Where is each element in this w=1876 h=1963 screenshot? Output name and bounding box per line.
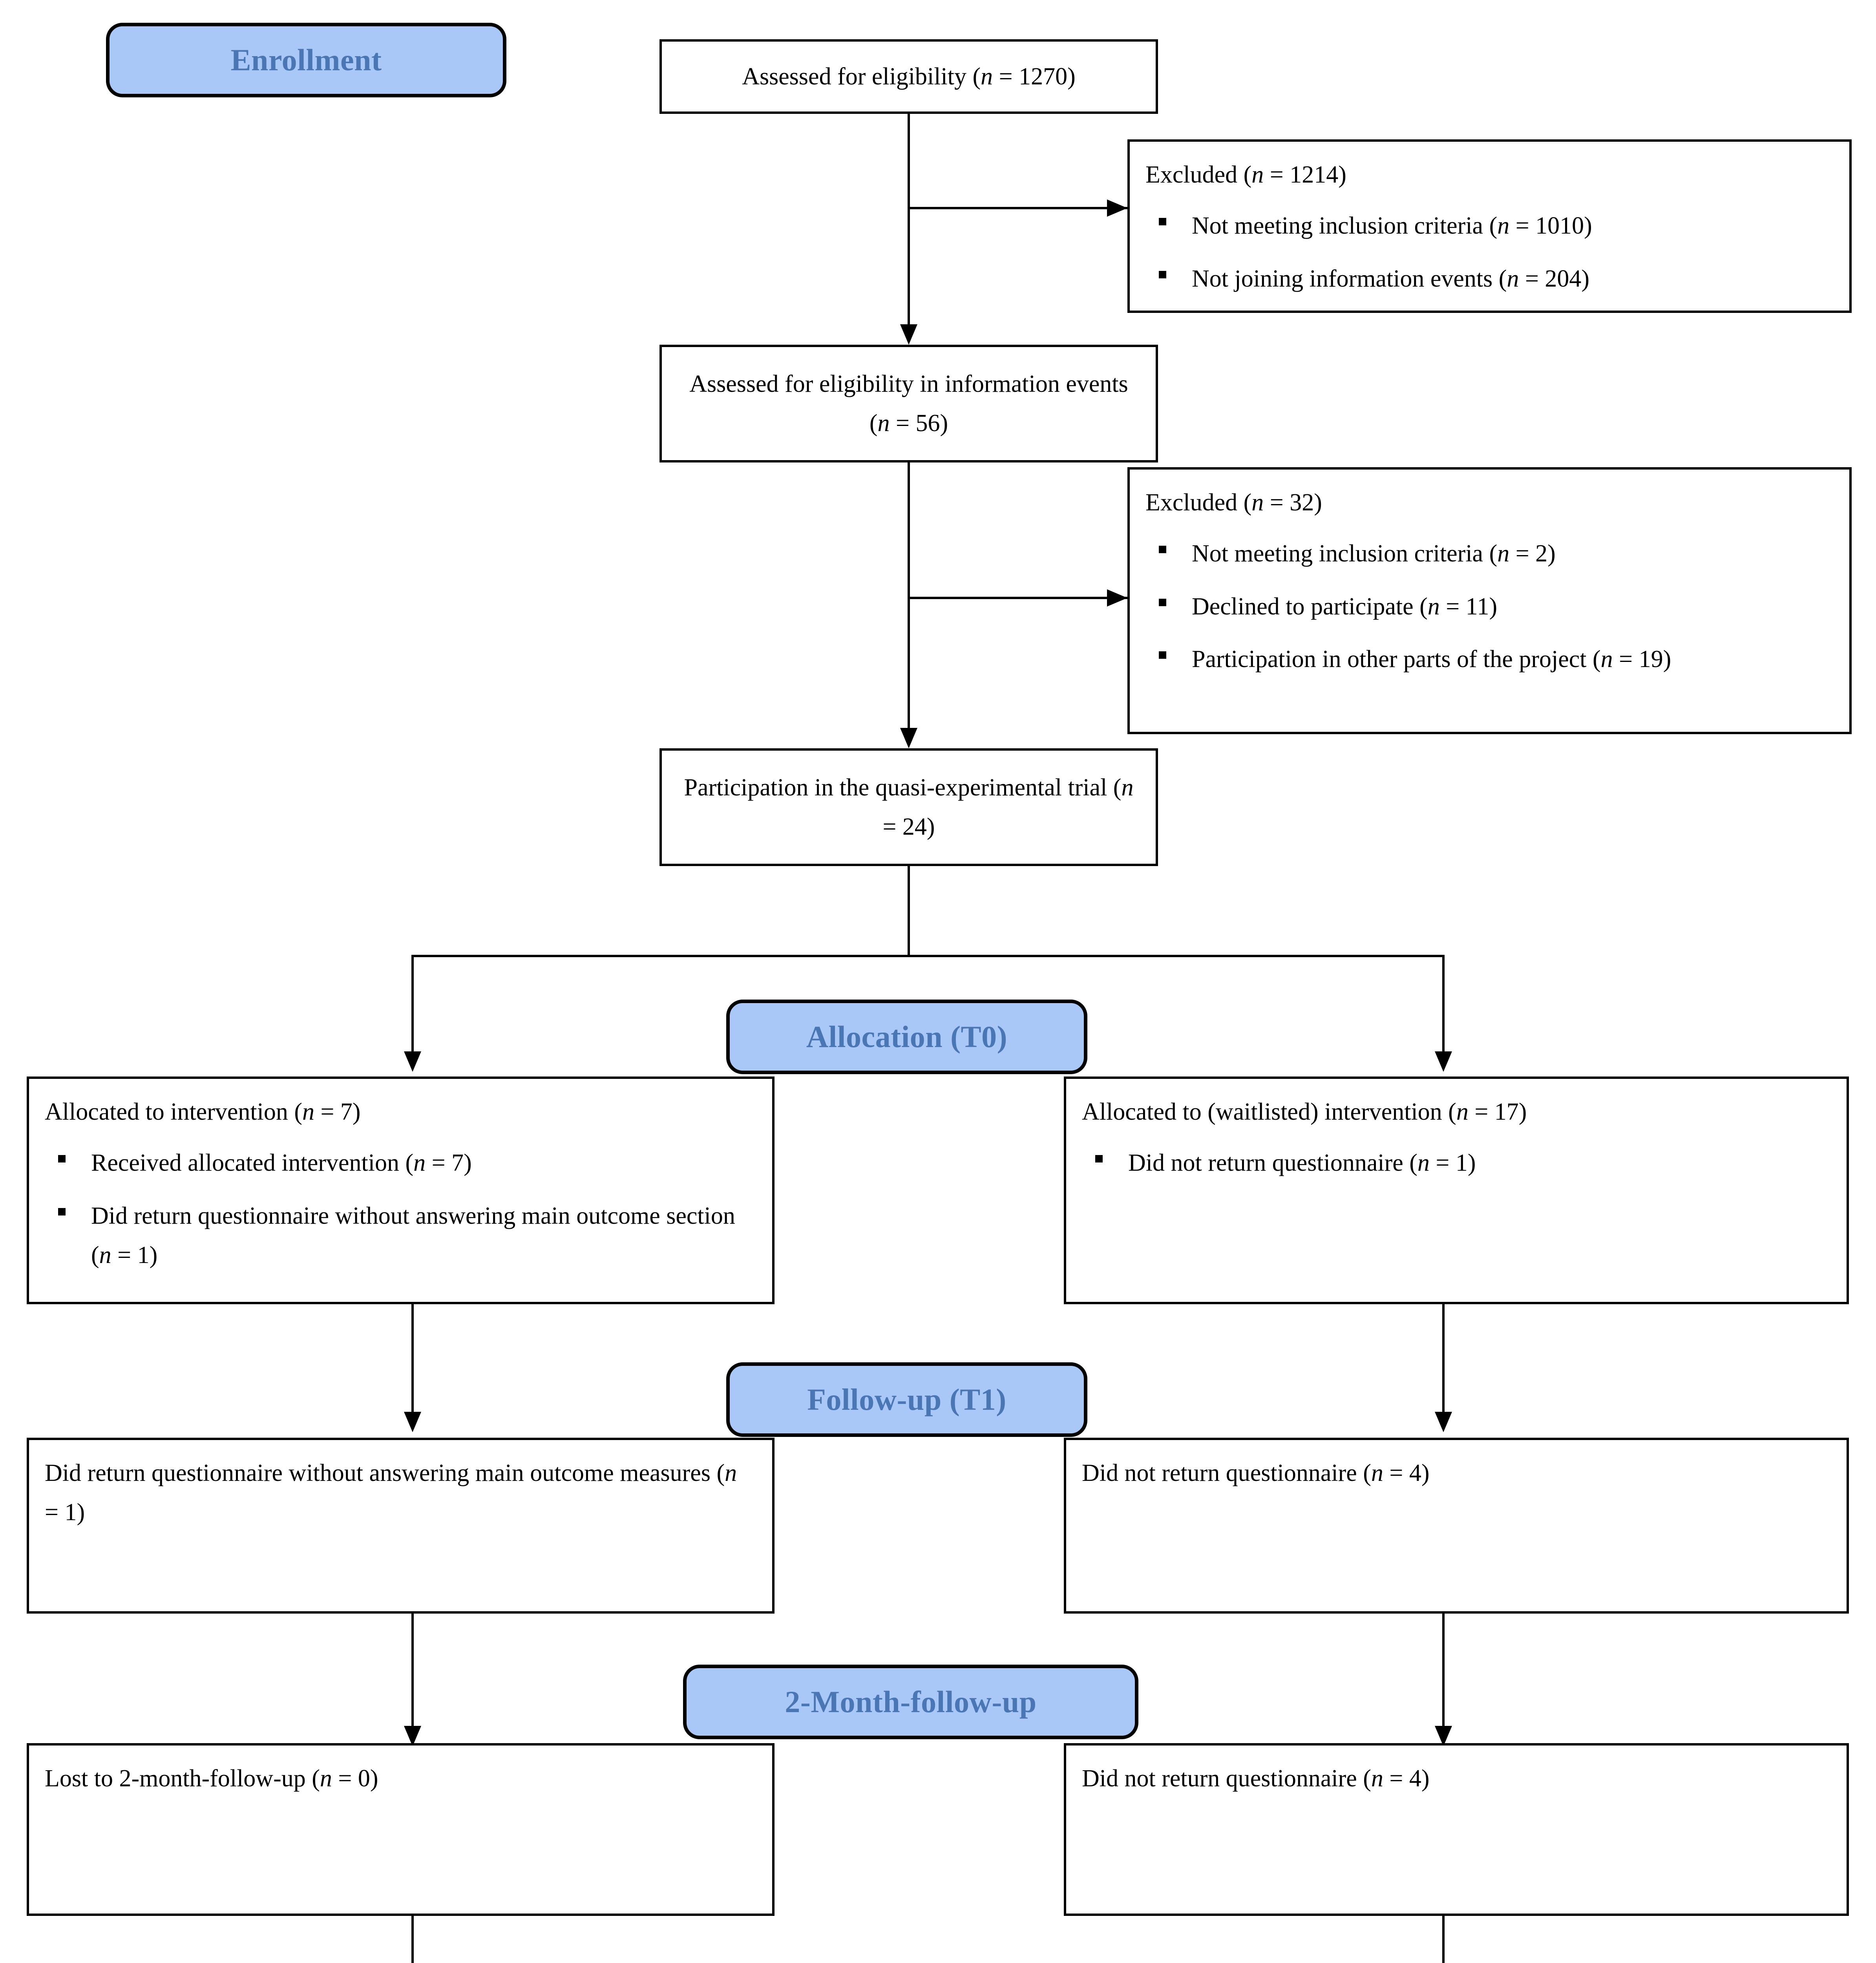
stage-label-allocation: Allocation (T0) [726,1000,1087,1074]
list-item: Not joining information events (n = 204) [1145,259,1834,298]
list-item-text: Did return questionnaire without answeri… [91,1202,735,1269]
bullet-square-icon [58,1208,66,1215]
box-allocation-right-title: Allocated to (waitlisted) intervention (… [1082,1098,1527,1125]
box-followup-left: Did return questionnaire without answeri… [27,1438,775,1614]
box-allocation-right: Allocated to (waitlisted) intervention (… [1064,1077,1849,1304]
bullet-square-icon [58,1155,66,1163]
arrowhead-left-2month [404,1726,421,1746]
bullet-square-icon [1159,218,1166,226]
list-item: Participation in other parts of the proj… [1145,640,1834,679]
list-item-text: Declined to participate (n = 11) [1192,593,1498,620]
list-item: Declined to participate (n = 11) [1145,587,1834,626]
stage-label-followup: Follow-up (T1) [726,1362,1087,1437]
box-excluded-1-title: Excluded (n = 1214) [1145,161,1346,188]
box-two-month-right-text: Did not return questionnaire (n = 4) [1082,1765,1430,1792]
list-item: Not meeting inclusion criteria (n = 2) [1145,534,1834,573]
box-allocation-left-list: Received allocated intervention (n = 7) … [45,1143,756,1275]
box-two-month-left-text: Lost to 2-month-follow-up (n = 0) [45,1765,378,1792]
list-item-text: Not meeting inclusion criteria (n = 1010… [1192,212,1592,239]
bullet-square-icon [1159,546,1166,554]
box-allocation-left-title: Allocated to intervention (n = 7) [45,1098,361,1125]
bullet-square-icon [1159,271,1166,278]
list-item-text: Participation in other parts of the proj… [1192,646,1671,673]
connector-right-2month-to-analysis [1442,1916,1445,1963]
box-allocation-right-list: Did not return questionnaire (n = 1) [1082,1143,1831,1183]
box-participation-quasi-experimental-text: Participation in the quasi-experimental … [684,774,1134,840]
arrowhead-to-excluded-1 [1107,199,1127,217]
stage-label-enrollment: Enrollment [106,23,506,97]
stage-label-enrollment-text: Enrollment [230,43,382,77]
box-excluded-1-list: Not meeting inclusion criteria (n = 1010… [1145,206,1834,298]
box-excluded-2-list: Not meeting inclusion criteria (n = 2) D… [1145,534,1834,679]
box-excluded-1: Excluded (n = 1214) Not meeting inclusio… [1127,139,1852,313]
box-followup-right: Did not return questionnaire (n = 4) [1064,1438,1849,1614]
list-item-text: Not joining information events (n = 204) [1192,265,1590,292]
connector-participation-down [908,866,910,957]
box-assessed-in-information-events: Assessed for eligibility in information … [659,345,1158,462]
arrowhead-split-right [1435,1051,1452,1072]
bullet-square-icon [1159,651,1166,659]
connector-right-allocation-to-followup [1442,1304,1445,1418]
list-item: Did return questionnaire without answeri… [45,1196,756,1275]
list-item: Received allocated intervention (n = 7) [45,1143,756,1183]
arrowhead-right-2month [1435,1726,1452,1746]
connector-assessed-down [908,114,910,331]
bullet-square-icon [1095,1155,1103,1163]
box-allocation-left: Allocated to intervention (n = 7) Receiv… [27,1077,775,1304]
box-two-month-left: Lost to 2-month-follow-up (n = 0) [27,1743,775,1916]
box-excluded-2: Excluded (n = 32) Not meeting inclusion … [1127,467,1852,734]
box-followup-left-text: Did return questionnaire without answeri… [45,1460,737,1526]
arrowhead-assessed-to-events [900,324,917,345]
list-item: Not meeting inclusion criteria (n = 1010… [1145,206,1834,245]
stage-label-allocation-text: Allocation (T0) [806,1020,1008,1054]
list-item-text: Did not return questionnaire (n = 1) [1128,1150,1476,1177]
arrowhead-right-followup [1435,1412,1452,1432]
bullet-square-icon [1159,598,1166,606]
arrowhead-split-left [404,1051,421,1072]
list-item-text: Not meeting inclusion criteria (n = 2) [1192,540,1556,567]
connector-to-excluded-1 [908,207,1127,209]
connector-right-followup-to-2month [1442,1614,1445,1731]
stage-label-followup-text: Follow-up (T1) [807,1382,1007,1417]
connector-to-excluded-2 [908,597,1127,599]
connector-left-2month-to-analysis [411,1916,414,1963]
arrowhead-to-excluded-2 [1107,589,1127,607]
connector-split-left-down [411,955,414,1058]
list-item-text: Received allocated intervention (n = 7) [91,1150,472,1177]
connector-split-right-down [1442,955,1445,1058]
list-item: Did not return questionnaire (n = 1) [1082,1143,1831,1183]
connector-split-bar [411,955,1445,957]
stage-label-two-month-followup: 2-Month-follow-up [683,1665,1138,1739]
box-excluded-2-title: Excluded (n = 32) [1145,489,1322,516]
connector-left-followup-to-2month [411,1614,414,1731]
arrowhead-events-to-participation [900,728,917,748]
box-assessed-for-eligibility-text: Assessed for eligibility (n = 1270) [742,63,1076,90]
stage-label-two-month-followup-text: 2-Month-follow-up [785,1685,1037,1719]
box-two-month-right: Did not return questionnaire (n = 4) [1064,1743,1849,1916]
box-participation-quasi-experimental: Participation in the quasi-experimental … [659,748,1158,866]
arrowhead-left-followup [404,1412,421,1432]
box-assessed-in-information-events-text: Assessed for eligibility in information … [689,370,1128,437]
connector-left-allocation-to-followup [411,1304,414,1418]
box-followup-right-text: Did not return questionnaire (n = 4) [1082,1460,1430,1486]
box-assessed-for-eligibility: Assessed for eligibility (n = 1270) [659,39,1158,114]
